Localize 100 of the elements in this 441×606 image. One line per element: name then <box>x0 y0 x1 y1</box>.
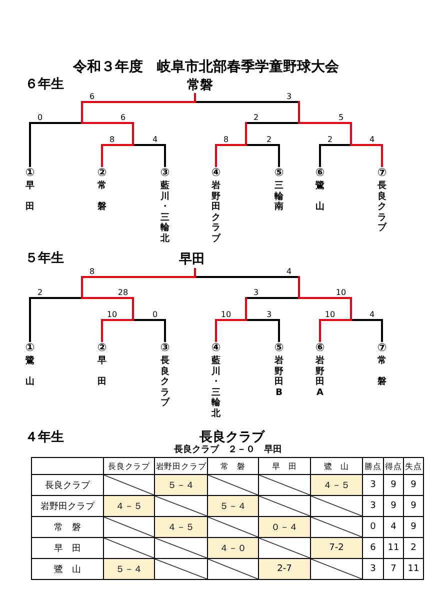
bracket-line <box>298 276 300 299</box>
seed-number: ② <box>97 167 107 179</box>
score-label: 6 <box>89 92 95 101</box>
bracket-line <box>194 276 300 278</box>
bracket-line <box>215 144 247 146</box>
team-name: 鷺山 <box>315 180 325 214</box>
score-label: 4 <box>286 267 292 276</box>
score-label: 2 <box>37 288 43 297</box>
seed-number: ③ <box>160 167 170 179</box>
bracket-line <box>215 145 217 167</box>
score-label: 3 <box>286 92 292 101</box>
score-label: 2 <box>266 135 272 144</box>
score-label: 3 <box>266 310 272 319</box>
bracket-line <box>81 101 196 103</box>
winner-name: 常磐 <box>187 78 213 93</box>
bracket-line <box>319 145 321 167</box>
bracket-line <box>194 93 196 102</box>
bracket-line <box>164 320 166 342</box>
bracket-line <box>381 145 383 167</box>
score-cell: ５－４ <box>154 474 208 496</box>
team-name: 藍川・三輪北 <box>211 356 221 419</box>
bracket-line <box>81 276 196 278</box>
final-score: 長良クラブ ２－０ 早田 <box>174 445 282 455</box>
score-label: 0 <box>152 310 158 319</box>
section-heading: ６年生 <box>25 77 64 92</box>
seed-number: ② <box>97 342 107 354</box>
winner-name: 早田 <box>179 252 205 267</box>
bracket-line <box>194 268 196 277</box>
bracket-line <box>245 297 300 299</box>
team-name: 藍川・三輪北 <box>160 181 170 244</box>
seed-number: ① <box>25 342 35 354</box>
bracket-line <box>81 297 134 299</box>
bracket-line <box>29 123 31 167</box>
team-name: 鷺山 <box>25 354 35 389</box>
bracket-line <box>319 144 352 146</box>
section-heading: ４年生 <box>25 430 64 445</box>
bracket-line <box>29 297 83 299</box>
bracket-line <box>81 101 83 124</box>
header-cell: 失点 <box>403 457 424 475</box>
bracket-line <box>101 145 103 167</box>
team-name: 岩野田クラブ <box>211 181 221 244</box>
score-cell: ５－４ <box>103 558 155 580</box>
bracket-line <box>101 320 103 342</box>
team-name: 早田 <box>25 180 35 214</box>
bracket-line <box>101 144 134 146</box>
score-label: 10 <box>324 310 336 319</box>
score-label: 8 <box>89 267 95 276</box>
bracket-line <box>350 122 352 146</box>
score-label: 2 <box>327 135 333 144</box>
team-name: 常磐 <box>97 179 107 214</box>
seed-number: ⑦ <box>377 342 387 354</box>
score-label: 3 <box>253 288 259 297</box>
bracket-line <box>101 319 134 321</box>
score-label: 0 <box>37 113 43 122</box>
bracket-line <box>245 122 300 124</box>
bracket-line <box>298 297 352 299</box>
points-cell: 11 <box>403 558 424 580</box>
bracket-line <box>215 320 217 342</box>
score-cell: ４－５ <box>103 495 155 517</box>
bracket-line <box>132 297 134 321</box>
score-label: 10 <box>220 310 232 319</box>
score-label: 28 <box>118 288 128 297</box>
bracket-line <box>350 144 383 146</box>
winner-name: 長良クラブ <box>200 430 264 445</box>
bracket-line <box>298 122 352 124</box>
bracket-line <box>194 101 300 103</box>
bracket-line <box>245 297 247 321</box>
score-cell: ４－０ <box>207 537 259 559</box>
seed-number: ⑦ <box>377 167 387 179</box>
bracket-line <box>132 144 166 146</box>
bracket-line <box>81 122 134 124</box>
score-label: 4 <box>369 310 375 319</box>
bracket-line <box>245 144 280 146</box>
score-cell: 2-7 <box>258 558 311 580</box>
bracket-line <box>81 276 83 299</box>
bracket-line <box>29 298 31 342</box>
title: 令和３年度 岐阜市北部春季学童野球大会 <box>73 59 339 75</box>
seed-number: ⑥ <box>315 342 325 354</box>
team-name: 岩野田A <box>315 356 325 398</box>
score-label: 8 <box>223 135 229 144</box>
score-label: 4 <box>369 135 375 144</box>
score-cell: ４－５ <box>154 516 208 538</box>
score-cell: ０－４ <box>258 516 311 538</box>
seed-number: ⑥ <box>315 167 325 179</box>
bracket-line <box>278 320 280 342</box>
score-label: 10 <box>106 310 118 319</box>
bracket-line <box>278 145 280 167</box>
seed-number: ④ <box>211 342 221 354</box>
score-label: 10 <box>336 288 346 297</box>
score-label: 6 <box>120 113 126 122</box>
section-heading: ５年生 <box>25 251 64 266</box>
bracket-line <box>164 145 166 167</box>
score-label: 5 <box>338 113 344 122</box>
score-cell: ５－４ <box>207 495 259 517</box>
bracket-line <box>245 122 247 146</box>
bracket-line <box>350 319 383 321</box>
seed-number: ⑤ <box>274 167 284 179</box>
team-name: 三輪南 <box>274 181 284 212</box>
bracket-line <box>298 101 300 124</box>
seed-number: ⑤ <box>274 342 284 354</box>
